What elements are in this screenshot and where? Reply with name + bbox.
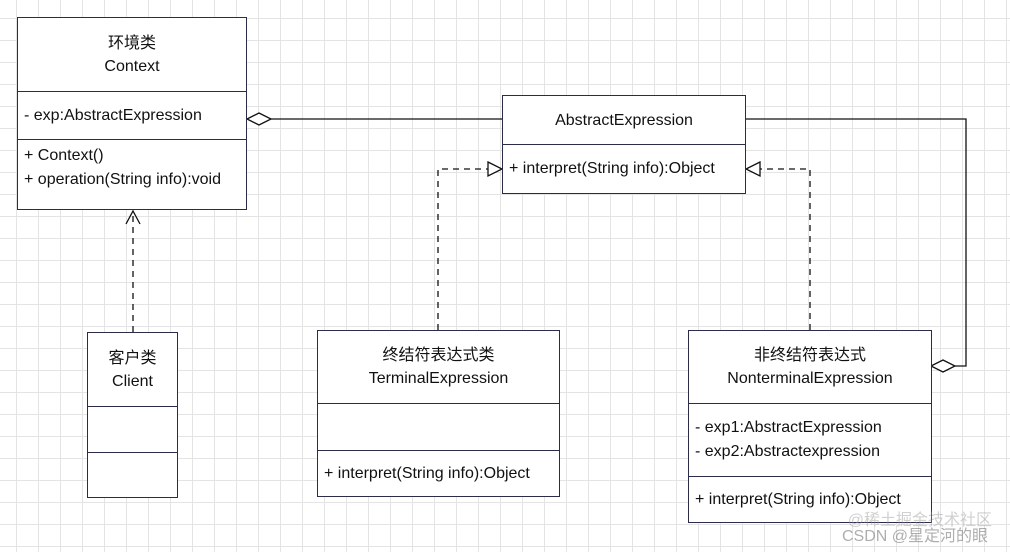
- class-header-nonterminalexpression: 非终结符表达式 NonterminalExpression: [689, 331, 931, 403]
- class-operations: + interpret(String info):Object: [318, 450, 559, 496]
- class-name: NonterminalExpression: [727, 370, 893, 387]
- class-box-nonterminalexpression[interactable]: 非终结符表达式 NonterminalExpression - exp1:Abs…: [688, 330, 932, 523]
- aggregation-nonterminal-abstractexpression: [746, 118, 967, 373]
- attribute: - exp:AbstractExpression: [24, 106, 202, 124]
- dependency-client-context: [125, 209, 141, 332]
- class-cn-name: 客户类: [108, 349, 157, 367]
- aggregation-context-abstractexpression: [245, 112, 502, 126]
- class-header-abstractexpression: AbstractExpression: [503, 96, 745, 144]
- class-box-client[interactable]: 客户类 Client: [87, 332, 178, 498]
- class-cn-name: 环境类: [107, 34, 156, 52]
- class-attributes: - exp1:AbstractExpression - exp2:Abstrac…: [689, 403, 931, 476]
- class-header-context: 环境类 Context: [18, 18, 246, 91]
- class-cn-name: 终结符表达式类: [382, 347, 495, 364]
- class-attributes: [318, 403, 559, 450]
- operation: + interpret(String info):Object: [695, 490, 901, 508]
- class-name: AbstractExpression: [555, 111, 693, 129]
- class-cn-name: 非终结符表达式: [753, 347, 866, 364]
- class-box-abstractexpression[interactable]: AbstractExpression + interpret(String in…: [502, 95, 746, 194]
- class-name: Client: [112, 372, 153, 390]
- attribute: - exp1:AbstractExpression: [695, 419, 882, 436]
- class-attributes: [88, 406, 177, 452]
- realization-nonterminal-abstractexpression: [744, 160, 811, 330]
- class-box-terminalexpression[interactable]: 终结符表达式类 TerminalExpression + interpret(S…: [317, 330, 560, 497]
- class-header-terminalexpression: 终结符表达式类 TerminalExpression: [318, 331, 559, 403]
- class-operations: + interpret(String info):Object: [689, 476, 931, 522]
- watermark-juejin: @稀土掘金技术社区: [847, 512, 992, 529]
- operation: + interpret(String info):Object: [509, 160, 715, 177]
- class-operations: [88, 452, 177, 497]
- class-name: Context: [104, 57, 160, 75]
- class-operations: + Context() + operation(String info):voi…: [18, 139, 246, 209]
- watermark-csdn: CSDN @星定河的眼: [841, 528, 988, 545]
- class-box-context[interactable]: 环境类 Context - exp:AbstractExpression + C…: [17, 17, 247, 210]
- class-header-client: 客户类 Client: [88, 333, 177, 406]
- attribute: - exp2:Abstractexpression: [695, 443, 880, 460]
- class-attributes: - exp:AbstractExpression: [18, 91, 246, 139]
- operation: + interpret(String info):Object: [324, 464, 530, 482]
- operation: + Context(): [24, 147, 104, 164]
- realization-terminal-abstractexpression: [437, 160, 504, 330]
- class-operations: + interpret(String info):Object: [503, 144, 745, 193]
- class-name: TerminalExpression: [368, 370, 509, 387]
- operation: + operation(String info):void: [24, 171, 221, 188]
